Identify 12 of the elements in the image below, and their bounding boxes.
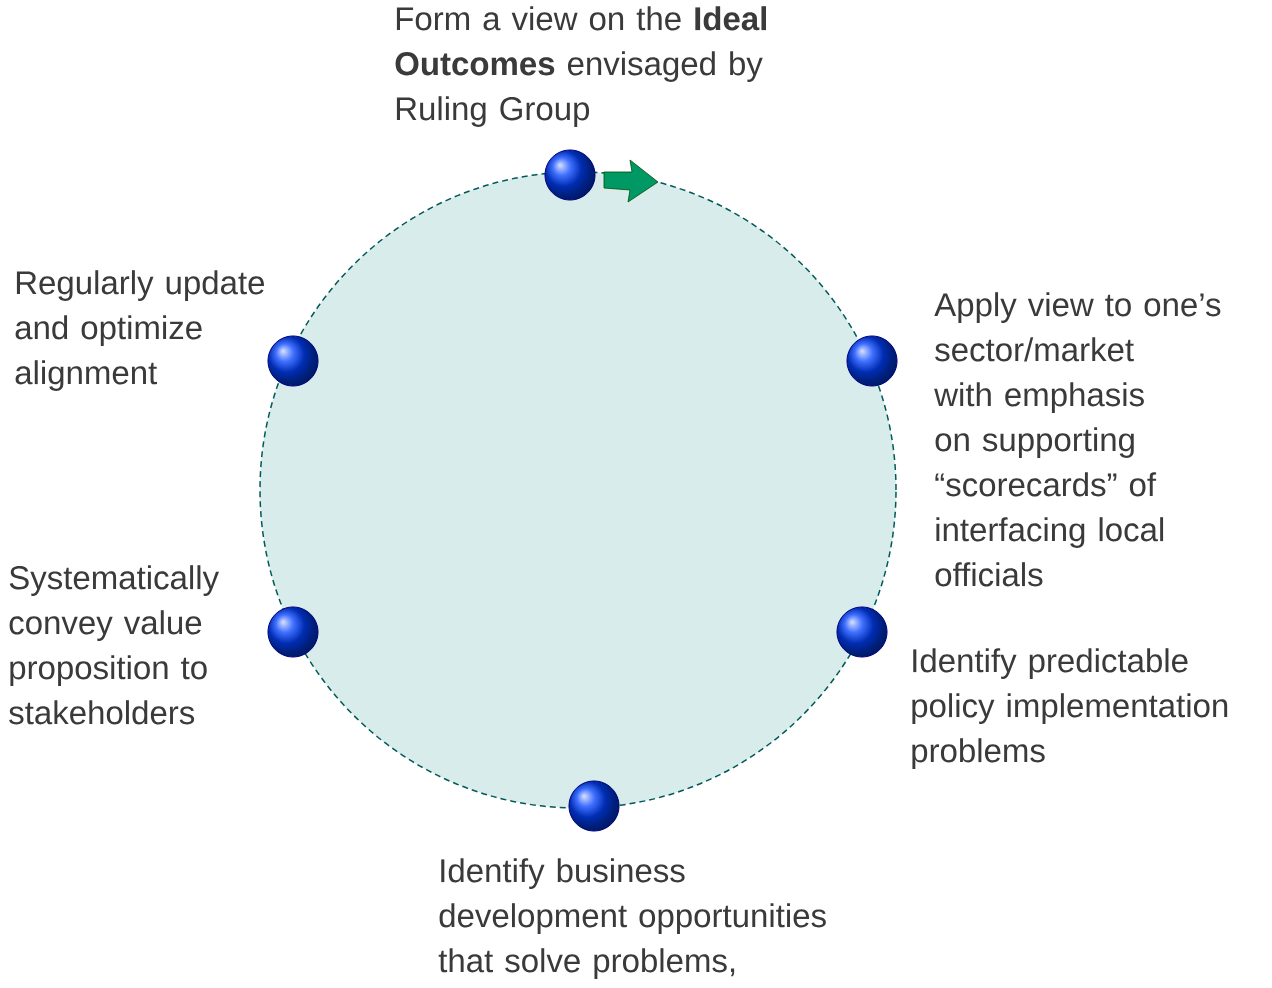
dot-marker xyxy=(568,780,620,832)
dot-marker xyxy=(544,149,596,201)
step-text: Form a view on the Ideal Outcomes envisaged by Ruling Group xyxy=(395,6,766,127)
step-text: Systematically convey value proposition to stakeholders xyxy=(9,565,219,725)
step-text: Identify predictable policy implementation problems xyxy=(912,648,1228,769)
step-text: Apply view to one’s sector/market with emphasis on supporting “scorecards” of interfacing local officials xyxy=(934,292,1221,587)
dot-marker xyxy=(846,335,898,387)
step-text: Regularly update and optimize alignment xyxy=(15,270,264,391)
dot-marker xyxy=(267,606,319,658)
step-text: Identify business development opportunities that solve problems, xyxy=(438,858,826,979)
dot-marker xyxy=(836,606,888,658)
dot-marker xyxy=(267,335,319,387)
